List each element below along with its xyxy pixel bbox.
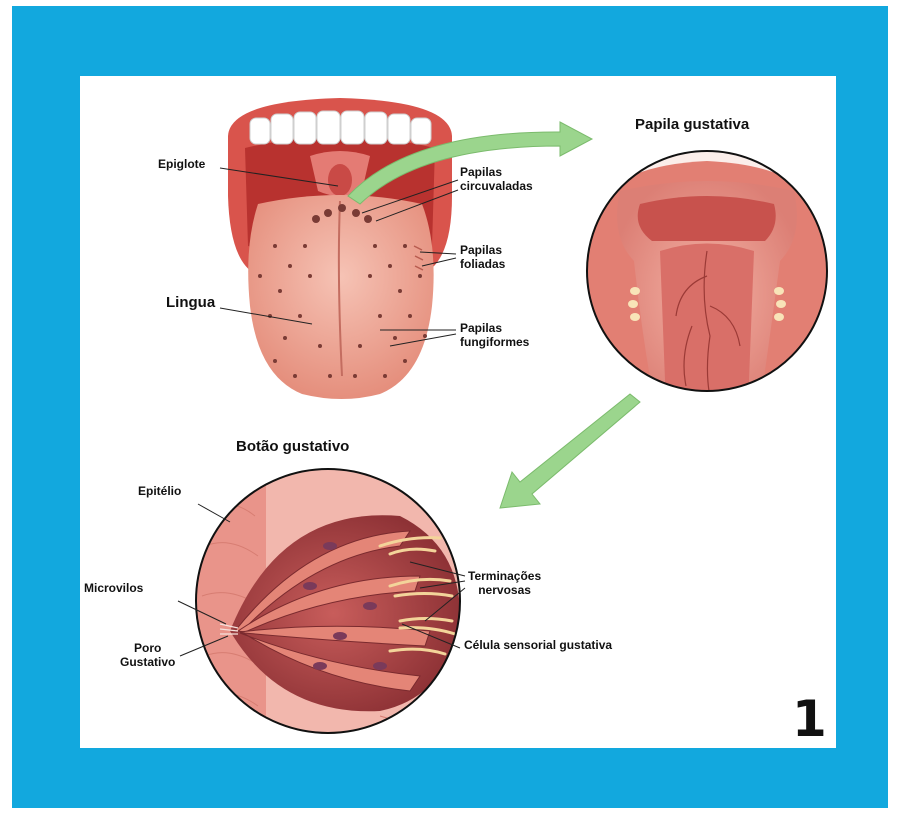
label-lingua: Lingua	[166, 294, 215, 311]
label-poro-gustativo-line1: Poro	[120, 642, 175, 656]
arrow-to-botao	[500, 394, 640, 508]
label-papilas-folhadas-line1: Papilas	[460, 244, 505, 258]
label-papilas-folhadas: Papilas foliadas	[460, 244, 505, 272]
label-poro-gustativo: Poro Gustativo	[120, 642, 175, 670]
label-papilas-fungiformes-line2: fungiformes	[460, 336, 529, 350]
title-papila-gustativa: Papila gustativa	[635, 116, 749, 133]
label-epiglote: Epiglote	[158, 158, 205, 172]
diagram-panel: Epiglote Papilas circuvaladas Papilas fo…	[80, 76, 836, 748]
label-microvilos: Microvilos	[84, 582, 143, 596]
botao-circle	[196, 469, 460, 739]
label-papilas-circunvaladas-line2: circuvaladas	[460, 180, 533, 194]
papila-circle	[587, 151, 827, 406]
label-terminacoes-nervosas: Terminações nervosas	[468, 570, 541, 598]
label-papilas-folhadas-line2: foliadas	[460, 258, 505, 272]
label-papilas-fungiformes-line1: Papilas	[460, 322, 529, 336]
label-epitelio: Epitélio	[138, 485, 181, 499]
figure-number: 1	[792, 694, 827, 744]
mouth-illustration	[228, 98, 452, 399]
label-papilas-circunvaladas: Papilas circuvaladas	[460, 166, 533, 194]
label-terminacoes-nervosas-line1: Terminações	[468, 570, 541, 584]
label-papilas-circunvaladas-line1: Papilas	[460, 166, 533, 180]
label-poro-gustativo-line2: Gustativo	[120, 656, 175, 670]
label-celula-sensorial: Célula sensorial gustativa	[464, 639, 612, 653]
label-terminacoes-nervosas-line2: nervosas	[468, 584, 541, 598]
diagram-artwork	[80, 76, 836, 748]
label-papilas-fungiformes: Papilas fungiformes	[460, 322, 529, 350]
title-botao-gustativo: Botão gustativo	[236, 438, 349, 455]
